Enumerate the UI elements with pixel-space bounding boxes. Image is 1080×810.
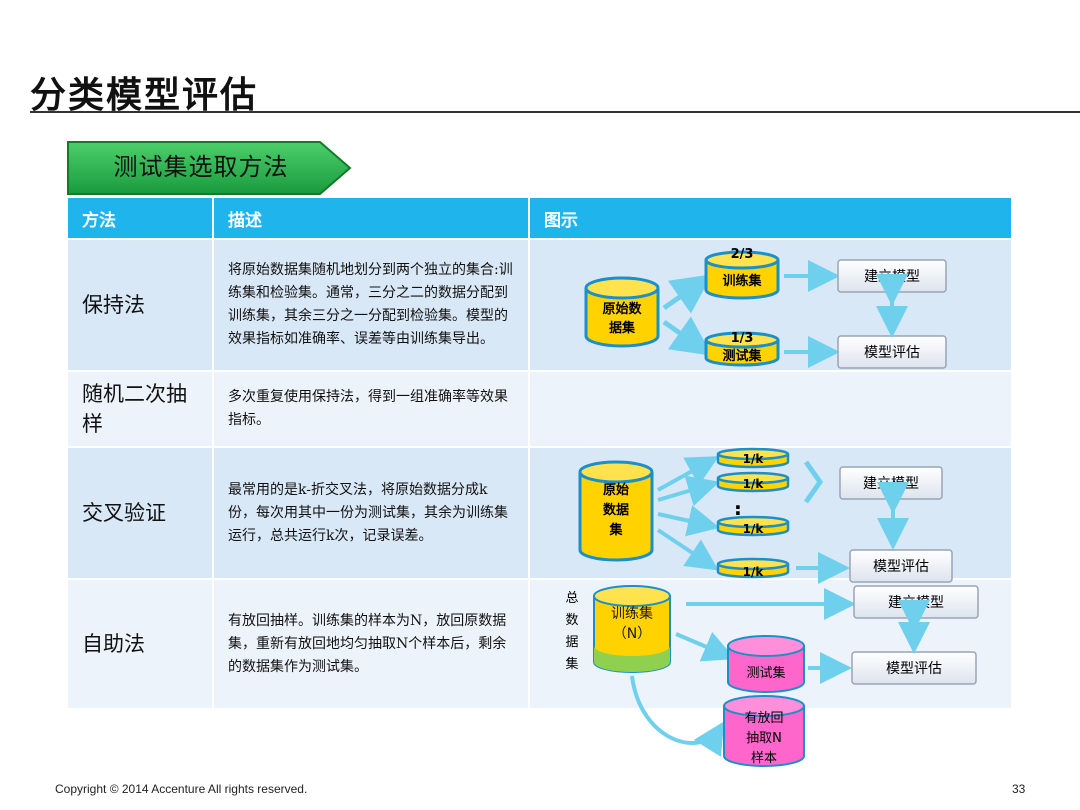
method-name: 保持法 bbox=[68, 238, 214, 371]
header-diagram: 图示 bbox=[529, 198, 1013, 239]
method-name: 交叉验证 bbox=[68, 446, 214, 579]
method-name: 随机二次抽样 bbox=[68, 370, 214, 447]
header-method: 方法 bbox=[68, 198, 214, 239]
footer-copyright: Copyright © 2014 Accenture All rights re… bbox=[55, 782, 308, 796]
section-tag: 测试集选取方法 bbox=[66, 140, 356, 196]
title-divider bbox=[30, 111, 1080, 113]
table-row: 保持法 将原始数据集随机地划分到两个独立的集合:训练集和检验集。通常，三分之二的… bbox=[68, 238, 1013, 371]
table-header-row: 方法 描述 图示 bbox=[68, 198, 1013, 239]
method-name: 自助法 bbox=[68, 578, 214, 708]
section-tag-label: 测试集选取方法 bbox=[113, 153, 289, 181]
methods-table: 方法 描述 图示 保持法 将原始数据集随机地划分到两个独立的集合:训练集和检验集… bbox=[68, 198, 1013, 708]
resample-label-line1: 有放回 bbox=[744, 711, 783, 726]
resample-label-line2: 抽取N bbox=[746, 731, 782, 746]
resample-label-line3: 样本 bbox=[751, 751, 777, 766]
page-title: 分类模型评估 bbox=[30, 74, 259, 116]
header-description: 描述 bbox=[213, 198, 530, 239]
section-tag-arrow-shape bbox=[67, 141, 352, 195]
method-description: 多次重复使用保持法，得到一组准确率等效果指标。 bbox=[213, 370, 530, 447]
table-row: 随机二次抽样 多次重复使用保持法，得到一组准确率等效果指标。 bbox=[68, 370, 1013, 447]
method-description: 将原始数据集随机地划分到两个独立的集合:训练集和检验集。通常，三分之二的数据分配… bbox=[213, 238, 530, 371]
method-description: 有放回抽样。训练集的样本为N，放回原数据集，重新有放回地均匀抽取N个样本后，剩余… bbox=[213, 578, 530, 708]
diagram-cell bbox=[529, 370, 1013, 447]
method-description: 最常用的是k-折交叉法，将原始数据分成k份，每次用其中一份为测试集，其余为训练集… bbox=[213, 446, 530, 579]
table-row: 交叉验证 最常用的是k-折交叉法，将原始数据分成k份，每次用其中一份为测试集，其… bbox=[68, 446, 1013, 579]
diagram-cell bbox=[529, 578, 1013, 708]
diagram-cell bbox=[529, 446, 1013, 579]
page-number: 33 bbox=[1012, 782, 1026, 796]
diagram-cell bbox=[529, 238, 1013, 371]
table-row: 自助法 有放回抽样。训练集的样本为N，放回原数据集，重新有放回地均匀抽取N个样本… bbox=[68, 578, 1013, 708]
